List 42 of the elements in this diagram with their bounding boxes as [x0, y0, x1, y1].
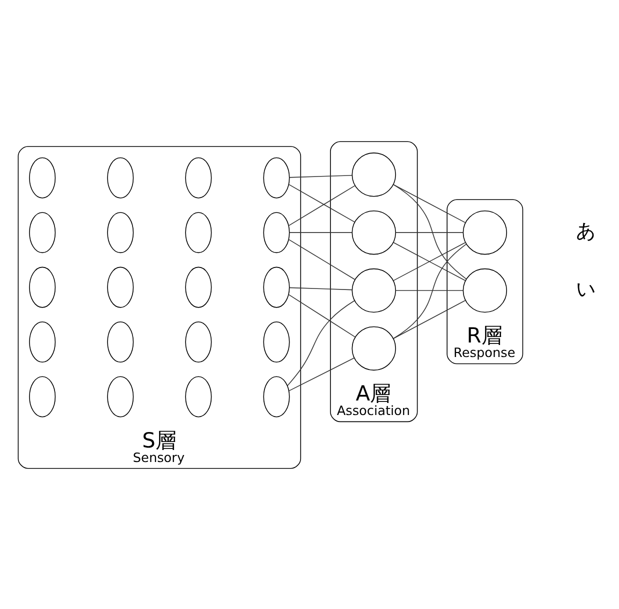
node-ellipse [29, 266, 56, 308]
node-circle [352, 152, 396, 196]
connector [393, 184, 467, 279]
node-circle [352, 268, 396, 312]
node-ellipse [185, 376, 212, 417]
node-label: あ [576, 219, 595, 242]
connector [289, 174, 352, 178]
node-ellipse [263, 266, 290, 308]
node-ellipse [263, 376, 290, 417]
node-ellipse [185, 212, 212, 253]
connector [288, 357, 355, 391]
node-ellipse [29, 321, 56, 362]
cluster: S層 Sensory [18, 146, 302, 468]
connector [289, 286, 352, 290]
node-circle [462, 210, 508, 254]
node-ellipse [107, 321, 134, 362]
node-ellipse [263, 156, 290, 198]
connector [393, 243, 467, 338]
node-ellipse [107, 212, 134, 253]
node-circle [352, 326, 396, 370]
connector [288, 238, 356, 280]
connector [393, 300, 466, 338]
connector [287, 300, 355, 386]
node-ellipse [29, 212, 56, 253]
node-ellipse [263, 321, 290, 362]
node-ellipse [107, 266, 134, 308]
node-circle [352, 210, 396, 254]
node-ellipse [29, 156, 56, 198]
cluster: A層 Association [330, 140, 418, 422]
node-ellipse [107, 156, 134, 198]
node-label: い [576, 277, 595, 300]
node-ellipse [185, 156, 212, 198]
node-ellipse [185, 321, 212, 362]
node-ellipse [185, 266, 212, 308]
connector [393, 242, 466, 280]
cluster: R層 Response [446, 198, 524, 364]
connector [393, 184, 466, 222]
connector [288, 294, 356, 337]
node-ellipse [29, 376, 56, 417]
node-circle [462, 268, 508, 312]
node-ellipse [263, 212, 290, 253]
node-ellipse [107, 376, 134, 417]
